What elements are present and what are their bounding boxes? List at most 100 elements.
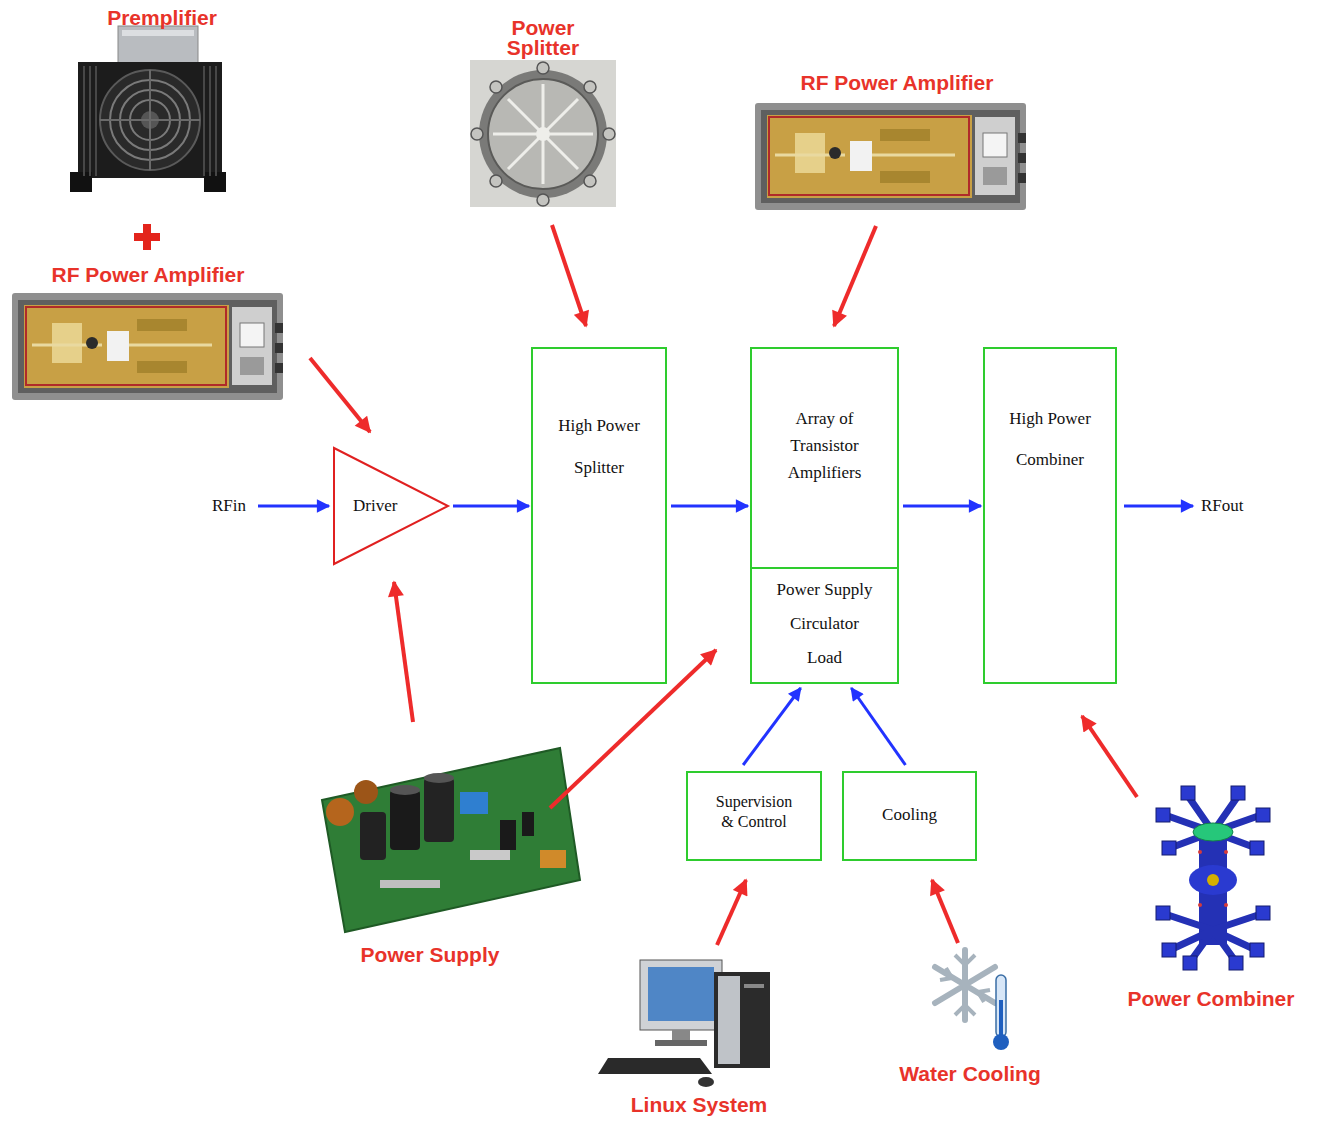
process-box: Supervision & Control xyxy=(686,771,822,861)
computer-icon xyxy=(655,1040,707,1046)
leader-arrow xyxy=(717,880,746,945)
splitter-photo xyxy=(479,70,607,198)
combiner-model xyxy=(1198,850,1202,854)
combiner-model xyxy=(1156,906,1170,920)
power-supply-photo xyxy=(522,812,534,836)
splitter-photo xyxy=(470,60,616,207)
computer-icon xyxy=(598,960,770,1087)
splitter-photo xyxy=(471,62,615,206)
cooling-icon xyxy=(940,955,990,1015)
preamplifier-photo xyxy=(118,26,198,66)
cooling-icon xyxy=(996,975,1006,1037)
combiner-model xyxy=(1156,906,1270,970)
box-label: Cooling xyxy=(882,805,937,825)
computer-icon xyxy=(598,1058,712,1074)
leader-arrow xyxy=(932,880,958,943)
triangle-outline xyxy=(334,448,448,564)
part-name: RF Power Amplifier xyxy=(801,71,994,95)
combiner-model xyxy=(1198,850,1228,907)
cooling-icon xyxy=(999,1000,1003,1038)
combiner-model xyxy=(1165,796,1261,848)
signal-connector xyxy=(453,505,529,508)
splitter-photo xyxy=(490,81,502,93)
preamplifier-photo xyxy=(70,172,92,192)
splitter-photo xyxy=(584,175,596,187)
power-supply-photo xyxy=(390,785,420,795)
power-supply-photo xyxy=(470,850,510,860)
part-name: Power Combiner xyxy=(1128,987,1295,1011)
part-name: Linux System xyxy=(631,1093,768,1117)
part-name: Power Splitter xyxy=(507,18,579,58)
part-name: Water Cooling xyxy=(899,1062,1041,1086)
combiner-model xyxy=(1224,850,1228,854)
combiner-model xyxy=(1156,808,1170,822)
cooling-icon xyxy=(935,950,995,1020)
part-name: RF Power Amplifier xyxy=(52,263,245,287)
combiner-model xyxy=(1229,956,1243,970)
signal-connector xyxy=(743,688,801,765)
process-box: Cooling xyxy=(842,771,977,861)
combiner-model xyxy=(1231,786,1245,800)
box-label: Supervision & Control xyxy=(716,792,792,832)
preamplifier-photo xyxy=(78,62,222,178)
splitter-photo xyxy=(470,60,616,207)
computer-icon xyxy=(718,976,740,1064)
combiner-model xyxy=(1156,786,1270,970)
leader-arrow xyxy=(394,582,413,722)
driver-amplifier: Driver xyxy=(333,447,449,565)
power-supply-photo xyxy=(424,778,454,842)
power-supply-photo xyxy=(500,820,516,850)
leader-arrow xyxy=(1082,716,1137,797)
combiner-model xyxy=(1250,943,1264,957)
power-supply-photo xyxy=(322,748,580,932)
amplifier-photo xyxy=(12,293,283,400)
combiner-model xyxy=(1207,874,1219,886)
combiner-model xyxy=(1256,808,1270,822)
preamplifier-photo xyxy=(100,70,200,170)
process-box: Array of Transistor Amplifiers xyxy=(750,347,899,569)
computer-icon xyxy=(648,967,714,1021)
part-name: Power Supply xyxy=(361,943,500,967)
preamplifier-photo xyxy=(70,26,226,192)
signal-connector xyxy=(671,505,748,508)
combiner-model xyxy=(1224,903,1228,907)
power-supply-photo xyxy=(540,850,566,868)
power-supply-photo xyxy=(354,780,378,804)
splitter-photo xyxy=(537,62,549,74)
power-supply-photo xyxy=(460,792,488,814)
combiner-model xyxy=(1165,914,1261,962)
computer-icon xyxy=(640,960,722,1030)
preamplifier-photo xyxy=(122,30,194,36)
combiner-model xyxy=(1181,786,1195,800)
box-label: Driver xyxy=(353,496,397,516)
combiner-model xyxy=(1256,906,1270,920)
preamplifier-photo xyxy=(84,66,216,176)
leader-arrow xyxy=(310,225,1137,945)
combiner-model xyxy=(1250,841,1264,855)
process-box: Power Supply Circulator Load xyxy=(750,567,899,684)
signal-arrow xyxy=(258,505,329,508)
power-supply-photo xyxy=(360,812,386,860)
splitter-photo xyxy=(584,81,596,93)
combiner-model xyxy=(1162,943,1176,957)
process-box: High Power Splitter xyxy=(531,347,667,684)
leader-arrow xyxy=(834,226,876,326)
leader-arrow xyxy=(310,358,370,432)
power-supply-photo xyxy=(390,790,420,850)
preamplifier-photo xyxy=(100,70,200,170)
signal-name: RFout xyxy=(1201,496,1244,516)
computer-icon xyxy=(698,1077,714,1087)
leader-arrow xyxy=(552,225,586,326)
amplifier-photo xyxy=(755,103,1026,210)
splitter-photo xyxy=(536,127,550,141)
box-label: Power Supply Circulator Load xyxy=(774,573,876,675)
box-label: Array of Transistor Amplifiers xyxy=(788,405,862,486)
box-label: High Power Splitter xyxy=(549,405,649,489)
signal-connector xyxy=(903,505,981,508)
combiner-model xyxy=(1193,823,1233,841)
cooling-icon xyxy=(935,950,1009,1050)
splitter-photo xyxy=(603,128,615,140)
combiner-model xyxy=(1183,956,1197,970)
